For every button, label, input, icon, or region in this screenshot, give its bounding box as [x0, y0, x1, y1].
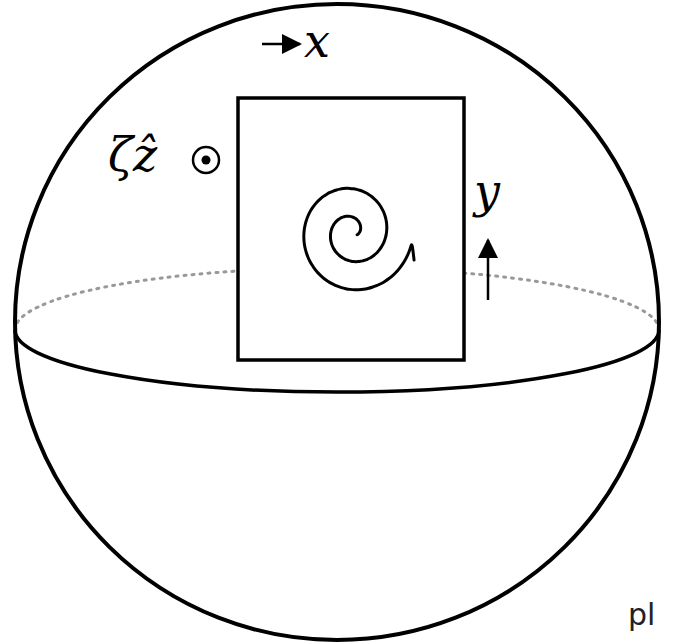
vortex-spiral: [304, 188, 414, 289]
y-axis-arrow: [487, 240, 490, 300]
out-of-page-dot: [202, 156, 211, 165]
spiral-stroke: [304, 188, 414, 289]
cut-text: pl: [628, 600, 655, 630]
axis-label: y: [474, 168, 500, 214]
sphere-outline: [15, 4, 659, 640]
vorticity-label: ζẑ: [108, 132, 157, 178]
axis-label: x: [304, 18, 330, 64]
patch-square: [238, 98, 464, 360]
out-of-page-symbol: [193, 147, 219, 173]
x-axis-arrow: [262, 43, 300, 46]
